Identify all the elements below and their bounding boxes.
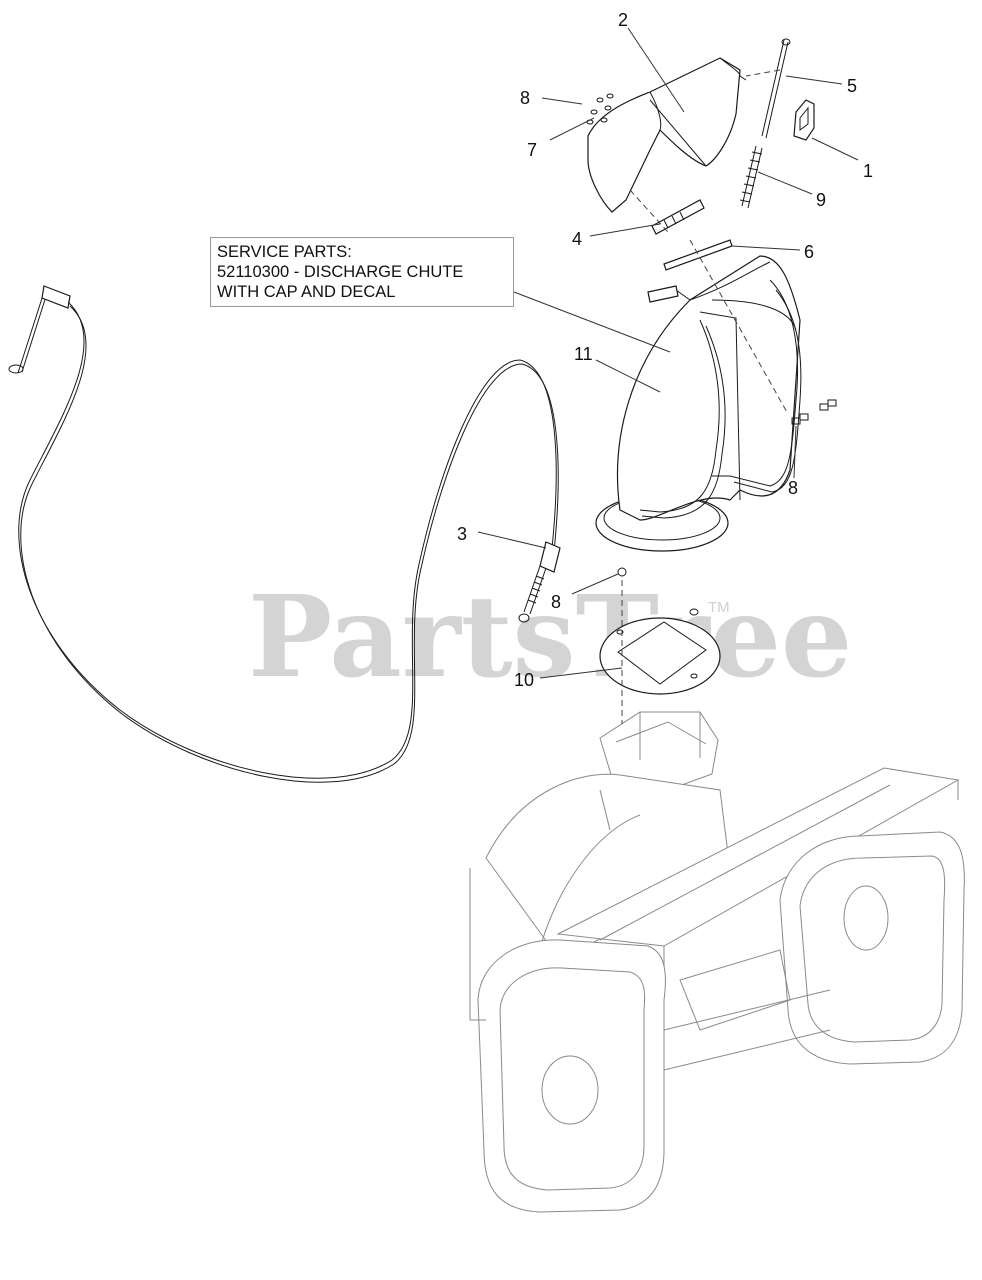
callout-10: 10 — [514, 670, 534, 690]
callout-6: 6 — [804, 242, 814, 262]
leader-lines — [477, 27, 859, 679]
callout-9: 9 — [816, 190, 826, 210]
service-note-line-3: WITH CAP AND DECAL — [217, 283, 396, 301]
callout-3: 3 — [457, 524, 467, 544]
callout-2: 2 — [618, 10, 628, 30]
callout-1: 1 — [863, 161, 873, 181]
chute-hardware — [586, 38, 837, 616]
discharge-chute — [595, 255, 802, 552]
callout-4: 4 — [572, 229, 582, 249]
watermark-trademark: TM — [708, 599, 730, 616]
callout-8-ring: 8 — [551, 592, 561, 612]
chute-control-cable — [8, 285, 561, 783]
service-parts-note: SERVICE PARTS: 52110300 - DISCHARGE CHUT… — [210, 237, 514, 307]
auger-housing — [469, 711, 965, 1213]
callout-11: 11 — [574, 344, 593, 364]
chute-deflector — [587, 57, 747, 213]
watermark-text: PartsTree — [248, 572, 852, 703]
callout-8-top: 8 — [520, 88, 530, 108]
callout-7: 7 — [527, 140, 537, 160]
service-note-line-2: 52110300 - DISCHARGE CHUTE — [217, 263, 464, 281]
callout-numbers: 2 8 7 5 1 9 4 6 11 8 3 8 10 — [457, 10, 873, 690]
service-note-line-1: SERVICE PARTS: — [217, 243, 352, 261]
callout-5: 5 — [847, 76, 857, 96]
callout-8-right: 8 — [788, 478, 798, 498]
chute-ring — [599, 617, 721, 695]
assembly-lines — [621, 69, 789, 724]
